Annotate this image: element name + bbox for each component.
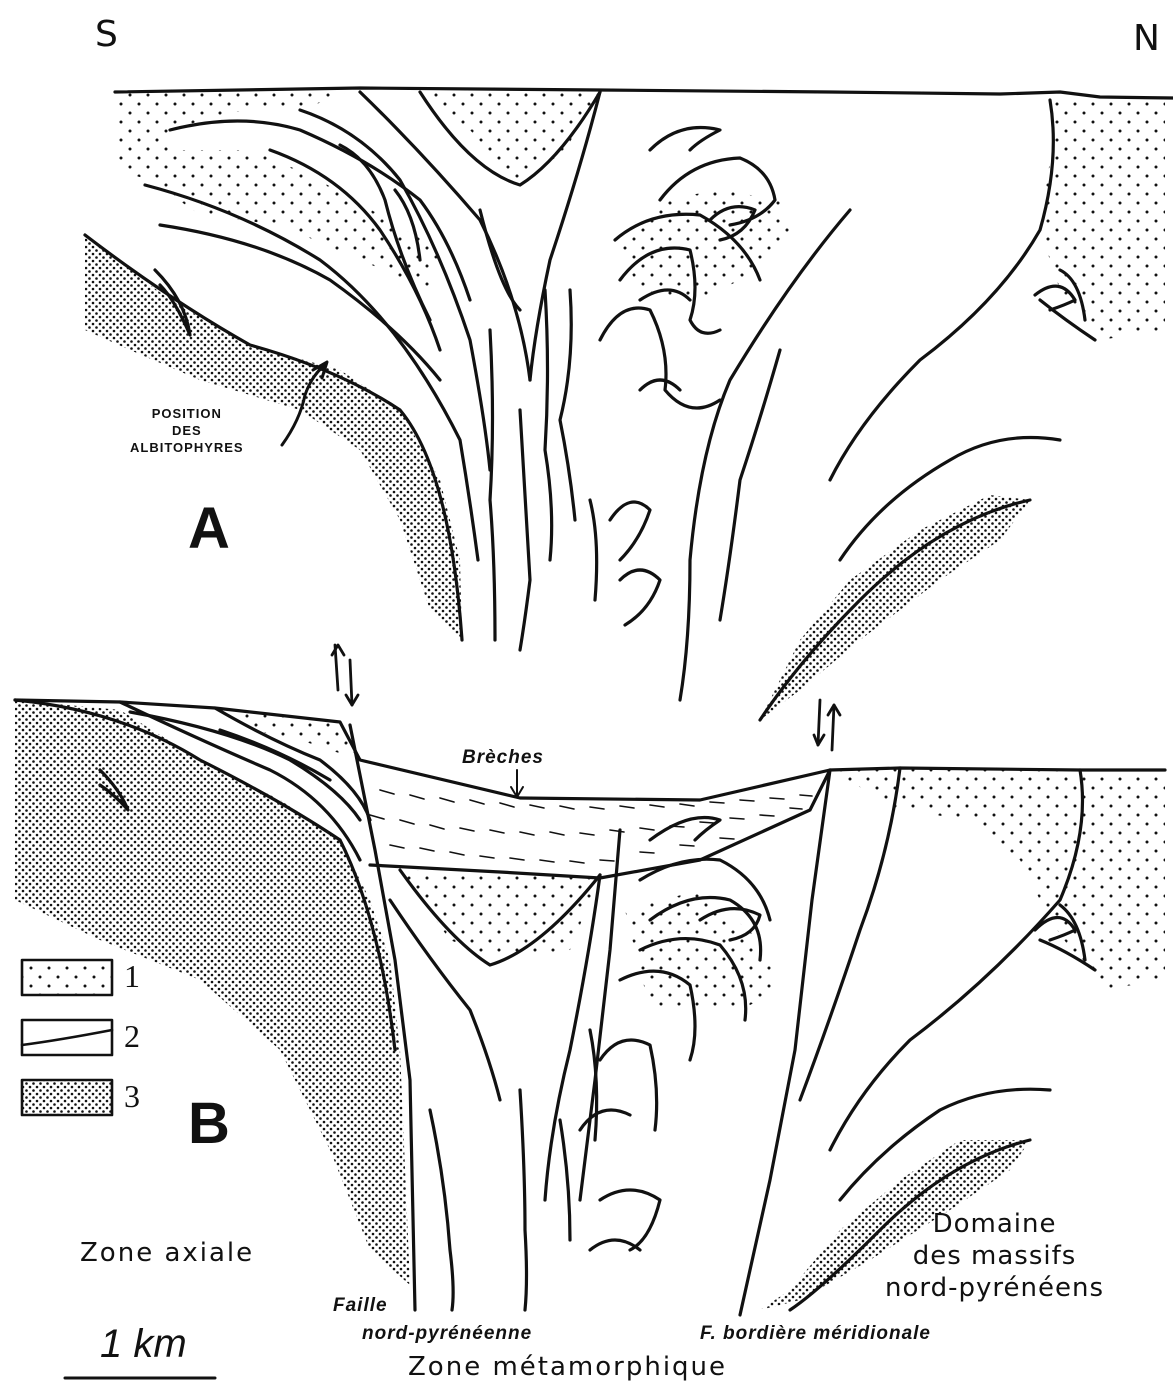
south-label: S bbox=[95, 14, 118, 55]
domaine-line-1: Domaine bbox=[885, 1208, 1104, 1240]
legend-key-2: 2 bbox=[124, 1018, 140, 1055]
domaine-line-3: nord-pyrénéens bbox=[885, 1272, 1104, 1304]
faille-label-2: nord-pyrénéenne bbox=[362, 1323, 532, 1345]
fault-symbol-right bbox=[814, 700, 840, 750]
fault-bordiere bbox=[740, 770, 830, 1315]
unit1-fill-b-center bbox=[400, 870, 600, 960]
legend-key-1: 1 bbox=[124, 958, 140, 995]
unit3-fill-a-north bbox=[760, 495, 1030, 720]
bordiere-label: F. bordière méridionale bbox=[700, 1323, 931, 1345]
zone-metamorphique-label: Zone métamorphique bbox=[408, 1352, 727, 1382]
panel-a-label: A bbox=[188, 495, 230, 562]
zone-axiale-label: Zone axiale bbox=[80, 1238, 254, 1268]
domaine-line-2: des massifs bbox=[885, 1240, 1104, 1272]
albitophyres-annotation: POSITION DES ALBITOPHYRES bbox=[130, 405, 244, 456]
domaine-label: Domaine des massifs nord-pyrénéens bbox=[885, 1208, 1104, 1304]
panel-b-label: B bbox=[188, 1090, 230, 1157]
unit1-fill-a-center bbox=[420, 92, 600, 185]
faille-label: Faille bbox=[333, 1295, 388, 1317]
albitophyres-line-3: ALBITOPHYRES bbox=[130, 439, 244, 456]
albitophyres-line-1: POSITION bbox=[130, 405, 244, 422]
legend bbox=[22, 960, 112, 1115]
north-label: N bbox=[1133, 18, 1160, 59]
legend-key-3: 3 bbox=[124, 1078, 140, 1115]
section-a bbox=[85, 88, 1173, 720]
albitophyres-line-2: DES bbox=[130, 422, 244, 439]
scale-bar-label: 1 km bbox=[100, 1322, 187, 1367]
unit1-fill-a-mid bbox=[615, 190, 790, 300]
unit1-fill-b-mid bbox=[625, 890, 780, 1010]
breches-label: Brèches bbox=[462, 747, 544, 769]
fault-symbol-left bbox=[332, 645, 358, 705]
unit1-fill-a-north bbox=[1040, 98, 1165, 340]
unit1-fill-b-north bbox=[830, 768, 1165, 990]
